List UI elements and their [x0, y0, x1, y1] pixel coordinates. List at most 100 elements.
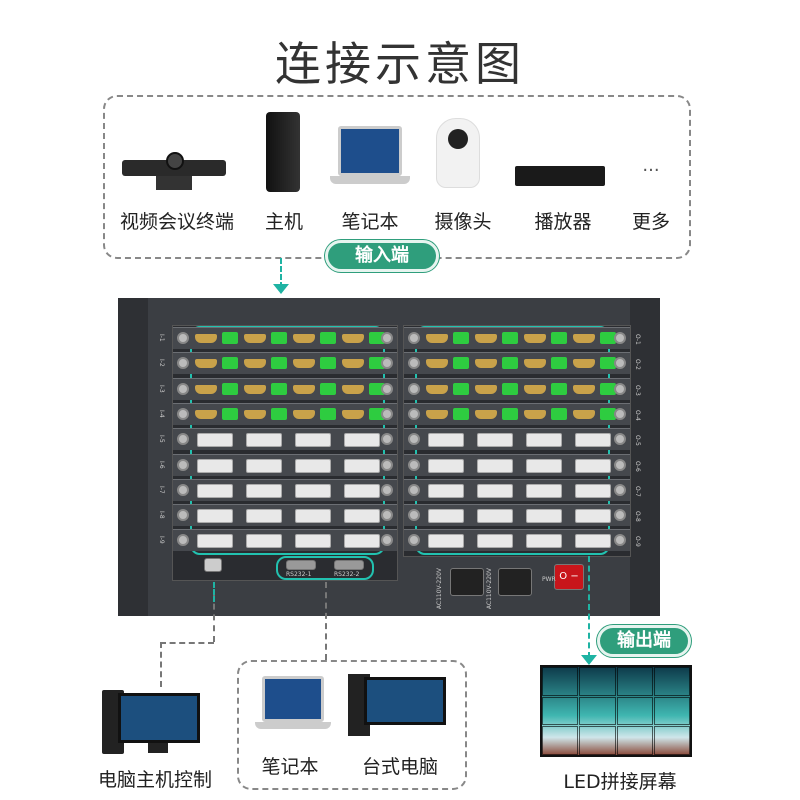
- hdmi-port: [195, 334, 217, 343]
- input-connector-line: [280, 258, 282, 288]
- dvi-port: [344, 534, 380, 549]
- thumbscrew: [177, 332, 189, 344]
- dvi-port: [428, 534, 464, 549]
- output-slot-label: O-1: [634, 334, 641, 345]
- dvi-port: [197, 534, 233, 549]
- laptop-base: [255, 722, 331, 729]
- hdmi-port: [524, 409, 546, 419]
- thumbscrew: [408, 433, 420, 446]
- dvi-port: [526, 509, 562, 524]
- thumbscrew: [381, 332, 393, 344]
- control-device-label: 笔记本: [261, 756, 319, 778]
- power-switch[interactable]: O −: [554, 564, 584, 590]
- input-card-row: [173, 529, 397, 552]
- audio-terminal: [271, 407, 287, 420]
- rs232-label: RS232-1: [286, 571, 312, 578]
- dvi-port: [295, 433, 331, 448]
- output-card-row: [404, 327, 630, 349]
- dvi-port: [246, 509, 282, 524]
- rs232-line: [325, 582, 327, 660]
- input-card-row: [173, 504, 397, 527]
- arrow-down-icon: [273, 284, 289, 294]
- thumbscrew: [381, 483, 393, 496]
- power-label: AC110V-220V: [436, 568, 443, 610]
- hdmi-port: [475, 384, 497, 394]
- player-icon: [515, 166, 605, 186]
- output-slot-label: O-3: [634, 384, 641, 396]
- input-slot-label: I-7: [158, 485, 165, 494]
- dvi-port: [477, 433, 513, 448]
- audio-terminal: [551, 382, 567, 395]
- hdmi-port: [573, 409, 595, 419]
- audio-terminal: [453, 332, 469, 344]
- device-label: 摄像头: [434, 211, 492, 233]
- control-line: [160, 642, 214, 644]
- input-card-row: [173, 428, 397, 451]
- audio-terminal: [271, 382, 287, 395]
- hdmi-port: [244, 409, 266, 419]
- dvi-port: [246, 483, 282, 498]
- input-pill: 输入端: [325, 240, 439, 272]
- monitor-icon: [364, 677, 446, 725]
- hdmi-port: [293, 334, 315, 343]
- rs232-highlight: [276, 556, 374, 580]
- dvi-port: [295, 534, 331, 549]
- hdmi-port: [195, 409, 217, 419]
- thumbscrew: [614, 332, 626, 344]
- dvi-port: [295, 483, 331, 498]
- thumbscrew: [614, 534, 626, 547]
- dvi-port: [428, 509, 464, 524]
- output-card-row: [404, 352, 630, 375]
- input-slot-label: I-1: [158, 334, 165, 342]
- audio-terminal: [551, 357, 567, 370]
- rack-ear-right: [630, 298, 660, 616]
- audio-terminal: [600, 332, 616, 344]
- hdmi-port: [195, 359, 217, 369]
- audio-terminal: [502, 357, 518, 370]
- more-icon: ···: [642, 160, 660, 181]
- thumbscrew: [614, 407, 626, 420]
- dvi-port: [428, 433, 464, 448]
- output-pill: 输出端: [597, 625, 691, 657]
- device-label: 笔记本: [341, 211, 399, 233]
- dvi-port: [197, 509, 233, 524]
- thumbscrew: [381, 407, 393, 420]
- output-slot-label: O-9: [634, 536, 641, 548]
- output-card-row: [404, 478, 630, 501]
- hdmi-port: [475, 334, 497, 343]
- led-panel-tile: [579, 696, 616, 726]
- input-slot-label: I-9: [158, 536, 165, 545]
- rs232-label: RS232-2: [334, 571, 360, 578]
- hdmi-port: [426, 334, 448, 343]
- hdmi-port: [244, 359, 266, 369]
- monitor-icon: [118, 693, 200, 743]
- rs232-port-1: [286, 560, 316, 570]
- led-panel-tile: [653, 667, 690, 696]
- hdmi-port: [426, 384, 448, 394]
- dvi-port: [575, 483, 611, 498]
- hdmi-port: [293, 409, 315, 419]
- power-inlet-1: [450, 568, 484, 596]
- led-panel-tile: [579, 726, 616, 755]
- hdmi-port: [293, 384, 315, 394]
- device-label: 主机: [264, 211, 303, 233]
- led-panel-tile: [653, 696, 690, 726]
- hdmi-port: [524, 384, 546, 394]
- dvi-port: [428, 483, 464, 498]
- dvi-port: [428, 458, 464, 473]
- input-card-row: [173, 478, 397, 501]
- audio-terminal: [320, 382, 336, 395]
- camera-icon: [436, 118, 480, 188]
- hdmi-port: [426, 359, 448, 369]
- audio-terminal: [600, 382, 616, 395]
- audio-terminal: [600, 357, 616, 370]
- matrix-chassis: RS232-1 RS232-2 AC110V-220V AC110V-220V …: [118, 298, 660, 616]
- thumbscrew: [408, 382, 420, 395]
- dvi-port: [526, 483, 562, 498]
- dvi-port: [526, 534, 562, 549]
- laptop-icon: [338, 126, 402, 176]
- thumbscrew: [177, 509, 189, 522]
- led-panel-tile: [616, 696, 653, 726]
- input-slot-label: I-6: [158, 460, 165, 469]
- output-slot-label: O-5: [634, 435, 641, 447]
